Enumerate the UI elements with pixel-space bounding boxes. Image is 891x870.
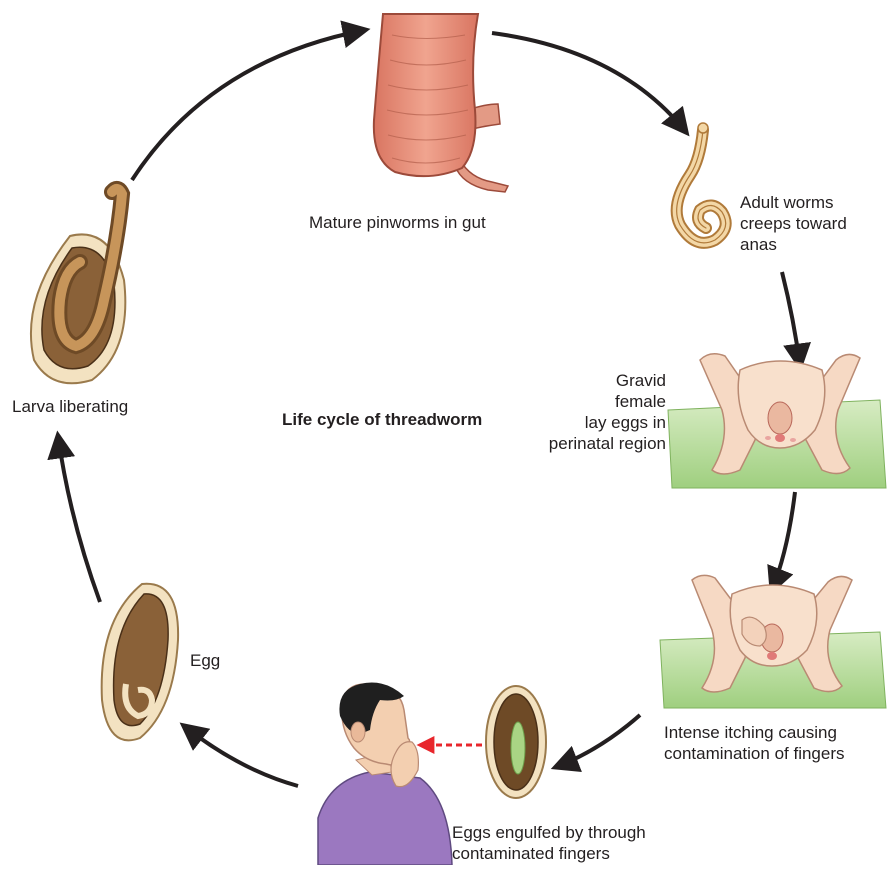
label-itching: Intense itching causing contamination of… — [664, 722, 845, 764]
adult-worm-illustration — [677, 123, 726, 243]
label-larva: Larva liberating — [12, 396, 128, 417]
gravid-female-illustration — [668, 354, 886, 488]
label-itching-line: Intense itching causing — [664, 722, 845, 743]
arrow-person-to-egg — [184, 726, 298, 786]
label-gravid-line: perinatal region — [549, 433, 666, 454]
arrow-adult-to-gravid — [782, 272, 800, 366]
label-egg: Egg — [190, 650, 220, 671]
label-engulfed: Eggs engulfed by through contaminated fi… — [452, 822, 646, 864]
label-adult-line: Adult worms — [740, 192, 847, 213]
person-illustration — [318, 683, 452, 866]
label-gut: Mature pinworms in gut — [309, 212, 486, 233]
arrow-larva-to-gut — [132, 30, 365, 180]
label-egg-line: Egg — [190, 650, 220, 671]
label-adult: Adult worms creeps toward anas — [740, 192, 847, 255]
label-adult-line: anas — [740, 234, 847, 255]
arrow-gut-to-adult — [492, 33, 686, 132]
gut-illustration — [374, 14, 508, 192]
label-adult-line: creeps toward — [740, 213, 847, 234]
label-engulfed-line: contaminated fingers — [452, 843, 646, 864]
egg-illustration — [102, 584, 178, 741]
label-engulfed-line: Eggs engulfed by through — [452, 822, 646, 843]
label-itching-line: contamination of fingers — [664, 743, 845, 764]
arrow-egg-to-larva — [58, 436, 100, 602]
label-gravid-line: Gravid — [549, 370, 666, 391]
label-gut-line: Mature pinworms in gut — [309, 212, 486, 233]
label-gravid: Gravid female lay eggs in perinatal regi… — [549, 370, 666, 454]
arrow-gravid-to-itching — [772, 492, 795, 590]
label-larva-line: Larva liberating — [12, 396, 128, 417]
contaminated-egg-illustration — [486, 686, 546, 798]
label-gravid-line: lay eggs in — [549, 412, 666, 433]
larva-illustration — [31, 189, 125, 383]
itching-illustration — [660, 575, 886, 708]
diagram-title: Life cycle of threadworm — [282, 410, 482, 430]
label-gravid-line: female — [549, 391, 666, 412]
arrow-itching-to-engulfed — [556, 715, 640, 767]
